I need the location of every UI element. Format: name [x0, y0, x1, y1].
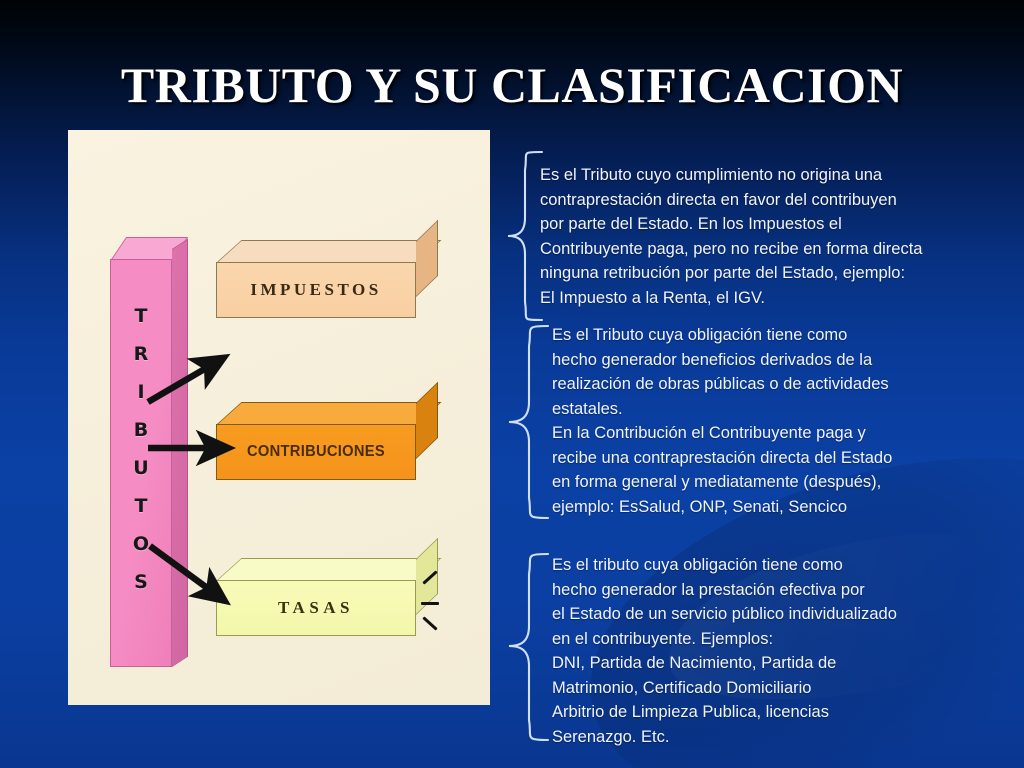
- node-impuestos-top-face: [216, 240, 442, 263]
- description-tasas: Es el tributo cuya obligación tiene como…: [552, 556, 897, 746]
- tributos-block-front-face: [110, 259, 172, 667]
- tributos-block-side-face: [172, 238, 188, 667]
- tributos-letter: I: [137, 381, 145, 403]
- description-contribuciones: Es el Tributo cuya obligación tiene como…: [552, 326, 893, 516]
- tasas-edge-tick-middle: [421, 602, 439, 605]
- tributos-letter: T: [134, 495, 148, 517]
- tasas-edge-tick-lower: [422, 616, 438, 631]
- node-contribuciones-label: CONTRIBUCIONES: [246, 443, 385, 460]
- node-tasas-front-face: TASAS: [216, 580, 416, 636]
- diagram-panel: T R I B U T O S IMPUESTOS CONTRIBUCIONES: [68, 130, 490, 705]
- node-contribuciones-top-face: [216, 402, 442, 425]
- node-impuestos-label: IMPUESTOS: [250, 280, 382, 299]
- node-contribuciones-front-face: CONTRIBUCIONES: [216, 424, 416, 480]
- brace-contribuciones: [508, 324, 550, 520]
- node-impuestos-front-face: IMPUESTOS: [216, 262, 416, 318]
- node-tasas: TASAS: [216, 537, 442, 636]
- node-contribuciones-side-face: [416, 381, 438, 459]
- node-tasas-top-face: [216, 558, 442, 581]
- tributos-letter: R: [133, 343, 149, 365]
- tributos-letter: B: [133, 419, 149, 441]
- tributos-letter: T: [134, 305, 148, 327]
- tributos-source-block: T R I B U T O S: [110, 237, 189, 667]
- node-impuestos: IMPUESTOS: [216, 219, 442, 318]
- node-contribuciones: CONTRIBUCIONES: [216, 381, 442, 480]
- tributos-letter: O: [132, 533, 150, 555]
- brace-impuestos: [507, 150, 544, 322]
- tributos-letter: U: [133, 457, 149, 479]
- tributos-letter: S: [134, 571, 148, 593]
- tributos-block-label: T R I B U T O S: [110, 297, 172, 601]
- description-impuestos: Es el Tributo cuyo cumplimiento no origi…: [540, 166, 923, 307]
- node-tasas-label: TASAS: [277, 598, 355, 617]
- brace-tasas: [508, 552, 550, 742]
- node-impuestos-side-face: [416, 219, 438, 297]
- slide-title: TRIBUTO Y SU CLASIFICACION: [120, 57, 904, 113]
